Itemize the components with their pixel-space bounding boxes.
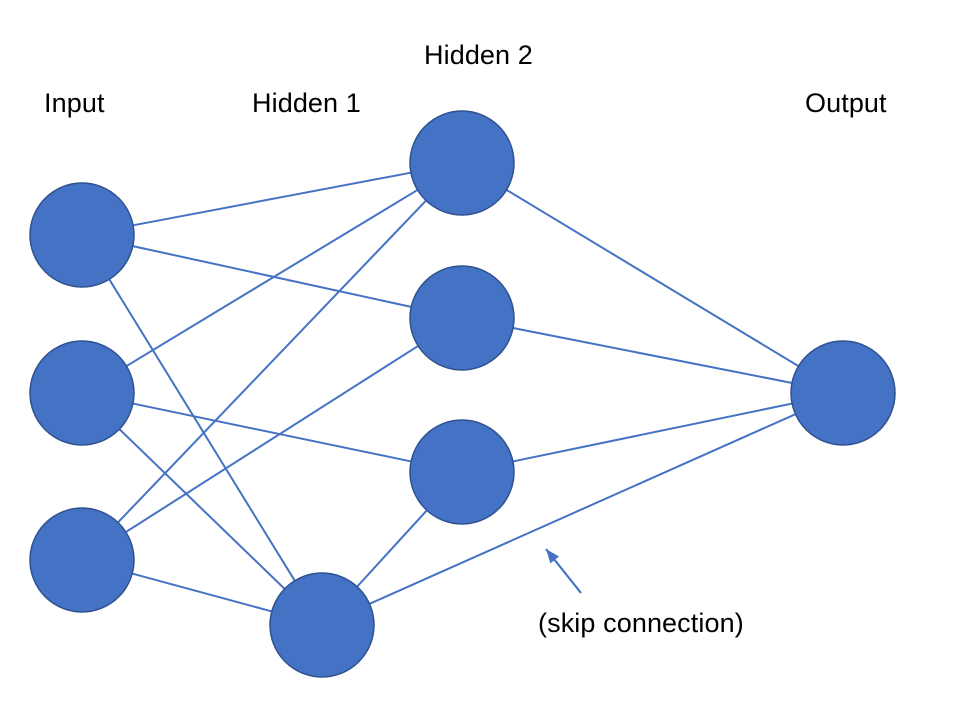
neuron-node-input-3 bbox=[29, 507, 135, 613]
connection-edge-h2a-out1 bbox=[505, 188, 800, 368]
node-group bbox=[29, 110, 896, 678]
layer-label-hidden-1: Hidden 1 bbox=[252, 88, 361, 118]
skip-connection-annotation: (skip connection) bbox=[538, 608, 744, 638]
neuron-node-hidden2-2 bbox=[409, 265, 515, 371]
connection-edge-in3-h1a bbox=[131, 572, 273, 613]
layer-label-output: Output bbox=[805, 88, 887, 118]
neuron-node-hidden1-1 bbox=[269, 572, 375, 678]
connection-edge-h2c-out1 bbox=[511, 402, 794, 463]
connection-edge-in3-h2b bbox=[124, 344, 420, 534]
neuron-node-input-1 bbox=[29, 182, 135, 288]
neuron-node-hidden2-3 bbox=[409, 419, 515, 525]
layer-label-input: Input bbox=[44, 88, 105, 118]
connection-edge-in2-h2a bbox=[125, 188, 419, 368]
connection-edge-in1-h2a bbox=[132, 171, 412, 227]
connection-edge-in2-h1a bbox=[118, 428, 286, 590]
annotation-arrow-group bbox=[545, 548, 582, 594]
connection-edge-in1-h2b bbox=[131, 245, 413, 308]
neuron-node-output-1 bbox=[790, 340, 896, 446]
connection-edge-h2b-out1 bbox=[512, 327, 793, 384]
connection-edge-in2-h2c bbox=[131, 402, 413, 463]
annotation-arrowhead-icon bbox=[546, 549, 560, 564]
skip-connection-edge bbox=[368, 413, 797, 605]
connection-edge-h1a-h2c bbox=[356, 509, 428, 588]
layer-label-hidden-2: Hidden 2 bbox=[424, 40, 533, 70]
neuron-node-hidden2-1 bbox=[409, 110, 515, 216]
connection-edge-in3-h2a bbox=[116, 199, 428, 524]
edge-group bbox=[108, 171, 800, 613]
connection-edge-in1-h1a bbox=[108, 278, 296, 582]
neuron-node-input-2 bbox=[29, 340, 135, 446]
